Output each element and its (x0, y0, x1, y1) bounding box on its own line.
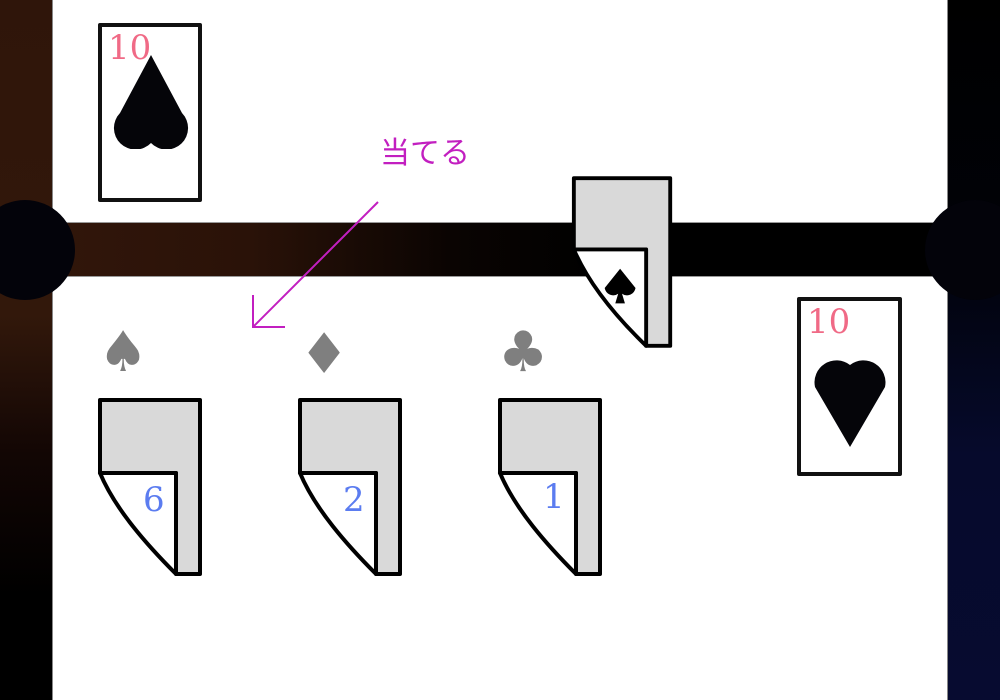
spade-hint-icon: ♠ (98, 320, 149, 385)
left-wood-border (0, 0, 52, 700)
diamond-hint-icon: ♦ (299, 322, 350, 387)
rail-track (0, 222, 1000, 277)
hand-card-number: 2 (343, 480, 365, 520)
hand-card-number: 1 (543, 477, 565, 517)
right-night-border (948, 0, 1000, 700)
folded-card[interactable] (497, 397, 603, 577)
face-up-card-10-heart[interactable]: 10 (797, 297, 902, 476)
annotation-label: 当てる (380, 136, 470, 171)
annotation-arrow-icon (252, 201, 379, 328)
heart-icon (814, 360, 886, 447)
rail-folded-card[interactable] (570, 172, 676, 352)
card-rank: 10 (807, 302, 851, 342)
face-up-card-10-spade[interactable]: 10 (98, 23, 202, 202)
card-rank: 10 (108, 28, 152, 68)
folded-card[interactable] (297, 397, 403, 577)
right-rail-node (925, 200, 1000, 300)
hand-card-number: 6 (143, 480, 165, 520)
club-hint-icon: ♣ (498, 320, 549, 385)
spade-icon (113, 55, 189, 149)
folded-card[interactable] (97, 397, 203, 577)
